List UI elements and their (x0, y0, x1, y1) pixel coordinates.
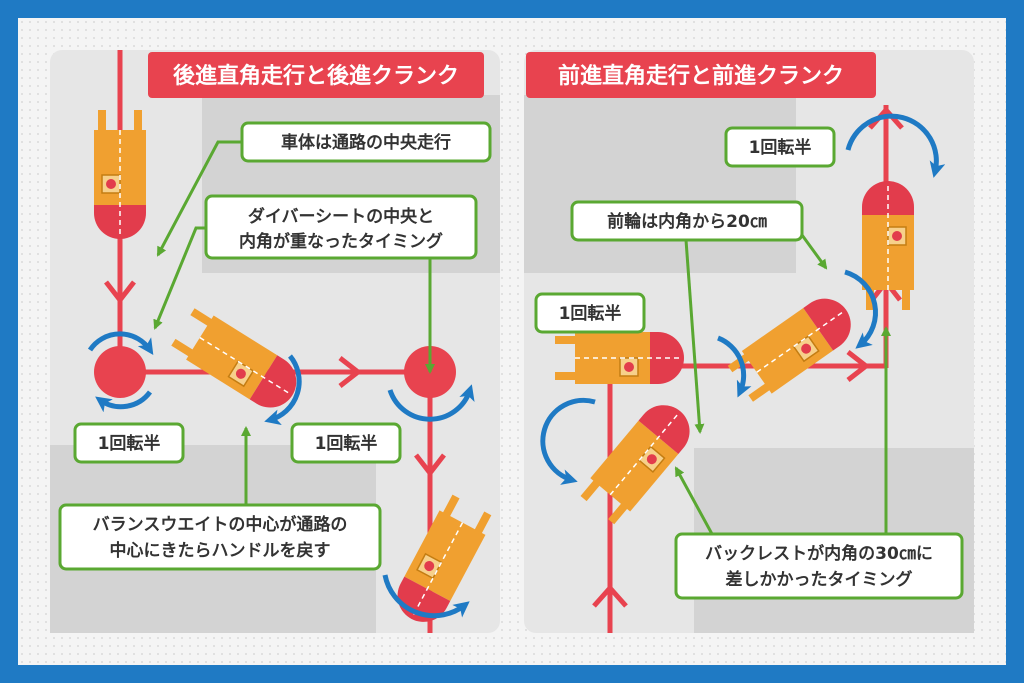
right-turn-label-2: 1回転半 (559, 303, 622, 324)
callout-backrest (674, 532, 964, 600)
right-title: 前進直角走行と前進クランク (558, 63, 844, 89)
callout-balance-line1: バランスウエイトの中心が通路の (93, 514, 348, 535)
right-title-box (526, 52, 876, 98)
callout-timing-line1: ダイバーシートの中央と (248, 206, 434, 227)
left-pivot-1 (94, 346, 146, 398)
right-rotation-arrows (540, 113, 946, 485)
callout-backrest-line2: 差しかかったタイミング (726, 569, 913, 590)
right-turn-label-1: 1回転半 (749, 137, 812, 158)
left-panel: 後進直角走行と後進クランク 車体は通路の中央走行 ダイバーシートの中央と 内角が… (50, 50, 500, 633)
left-title-box (148, 52, 484, 98)
callout-center-travel-text: 車体は通路の中央走行 (281, 132, 451, 153)
callout-front-wheel-arrow-1 (800, 221, 828, 270)
callout-balance-line2: 中心にきたらハンドルを戻す (110, 540, 331, 561)
callout-backrest-line1: バックレストが内角の30㎝に (705, 543, 933, 564)
callout-front-wheel-text: 前輪は内角から20㎝ (607, 211, 767, 232)
callout-front-wheel-arrow-2 (684, 239, 705, 434)
callout-timing-line2: 内角が重なったタイミング (239, 231, 443, 252)
left-turn-label-1-box (73, 422, 185, 464)
left-turn-label-2-box (290, 422, 402, 464)
callout-backrest-arrow-1 (674, 466, 714, 535)
left-turn-label-1: 1回転半 (98, 433, 161, 454)
right-wall-top (524, 95, 796, 273)
left-rotation-arrows (87, 331, 475, 619)
left-turn-label-2: 1回転半 (315, 433, 378, 454)
callout-balance (58, 503, 382, 571)
callout-center-travel-arrow (156, 140, 242, 257)
left-title: 後進直角走行と後進クランク (173, 63, 459, 89)
callout-timing-arrow-1 (153, 226, 206, 330)
right-turn-label-2-box (534, 292, 646, 334)
right-panel: 前進直角走行と前進クランク 1回転半 前輪は内角から20㎝ 1回転半 バックレス… (524, 50, 974, 633)
right-turn-label-1-box (724, 126, 836, 168)
